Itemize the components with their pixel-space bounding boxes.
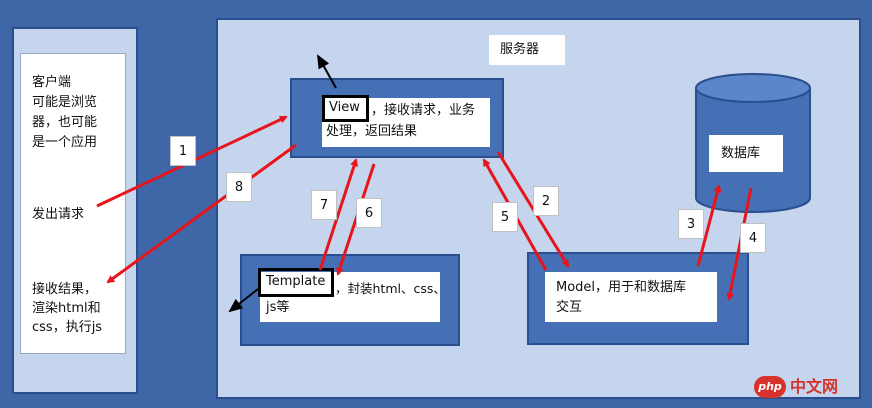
view-description-box: ，接收请求，业务 处理，返回结果 [322, 98, 490, 147]
step-2: 2 [533, 186, 559, 216]
step-6: 6 [356, 198, 382, 228]
template-desc-line-1: ，封装html、css、 [335, 281, 446, 296]
database-label: 数据库 [709, 135, 783, 172]
model-description-box: Model，用于和数据库 交互 [545, 272, 717, 322]
client-line-4: 是一个应用 [32, 135, 98, 150]
client-line-2: 可能是浏览 [32, 95, 98, 110]
client-line-1: 客户端 [32, 75, 72, 90]
watermark-badge: php [754, 376, 786, 398]
receive-line-3: css，执行js [32, 320, 103, 335]
step-1: 1 [170, 136, 196, 166]
receive-line-1: 接收结果， [32, 282, 98, 297]
template-description-box: ，封装html、css、 js等 [260, 272, 446, 322]
watermark-logo: php 中文网 [754, 373, 872, 408]
receive-line-2: 渲染html和 [32, 301, 101, 316]
client-line-3: 器，也可能 [32, 115, 98, 130]
view-desc-line-2: 处理，返回结果 [326, 124, 418, 139]
view-label: View [322, 95, 369, 122]
model-desc-line-1: Model，用于和数据库 [556, 280, 687, 295]
send-request-label: 发出请求 [32, 207, 85, 222]
template-label: Template [258, 268, 334, 297]
arrow-8 [106, 143, 297, 284]
model-desc-line-2: 交互 [556, 300, 583, 315]
step-7: 7 [311, 190, 337, 220]
template-desc-line-2: js等 [266, 300, 290, 315]
arrow-7 [318, 158, 358, 271]
server-title: 服务器 [489, 35, 565, 65]
view-pointer-arrow [317, 54, 337, 89]
client-text-box: 客户端 可能是浏览 器，也可能 是一个应用 发出请求 接收结果， 渲染html和… [20, 53, 126, 354]
view-desc-line-1: ，接收请求，业务 [371, 103, 476, 118]
step-4: 4 [740, 223, 766, 253]
template-pointer-arrow [228, 288, 259, 313]
step-3: 3 [678, 209, 704, 239]
step-8: 8 [226, 172, 252, 202]
arrow-3 [696, 184, 722, 267]
watermark-text: 中文网 [790, 377, 839, 396]
step-5: 5 [492, 202, 518, 232]
